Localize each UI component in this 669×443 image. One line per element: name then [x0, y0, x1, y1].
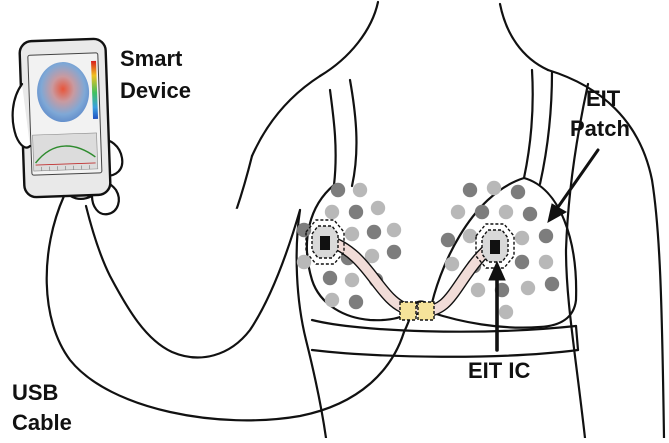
chip-icon-left — [306, 220, 344, 264]
electrode — [387, 223, 401, 237]
left-arm — [86, 156, 300, 357]
electrode — [297, 223, 311, 237]
electrode — [353, 183, 367, 197]
electrode — [539, 255, 553, 269]
electrode — [371, 201, 385, 215]
electrode — [511, 185, 525, 199]
electrode — [349, 295, 363, 309]
electrode — [331, 183, 345, 197]
electrode — [499, 305, 513, 319]
eit-ic-label: EIT IC — [468, 358, 530, 384]
electrode — [345, 273, 359, 287]
eit-patch-label-line2: Patch — [570, 116, 630, 142]
electrode — [323, 271, 337, 285]
electrode — [539, 229, 553, 243]
usb-cable-label-line1: USB — [12, 380, 58, 406]
smartphone-icon — [19, 39, 110, 198]
electrode — [523, 207, 537, 221]
electrode — [325, 205, 339, 219]
usb-cable-label-line2: Cable — [12, 410, 72, 436]
electrode — [487, 181, 501, 195]
body-outline — [252, 2, 664, 438]
electrode — [345, 227, 359, 241]
electrode — [325, 293, 339, 307]
electrode — [463, 183, 477, 197]
electrode — [445, 257, 459, 271]
electrode — [387, 245, 401, 259]
electrode — [451, 205, 465, 219]
electrode — [367, 225, 381, 239]
electrode — [499, 205, 513, 219]
eit-patch-label-line1: EIT — [586, 86, 620, 112]
electrode — [441, 233, 455, 247]
electrode — [475, 205, 489, 219]
electrode — [297, 255, 311, 269]
electrode — [521, 281, 535, 295]
electrode — [515, 255, 529, 269]
smart-device-label-line1: Smart — [120, 46, 182, 72]
electrode — [545, 277, 559, 291]
electrode — [349, 205, 363, 219]
electrode — [463, 229, 477, 243]
smart-device-label-line2: Device — [120, 78, 191, 104]
electrode — [471, 283, 485, 297]
electrode — [515, 231, 529, 245]
